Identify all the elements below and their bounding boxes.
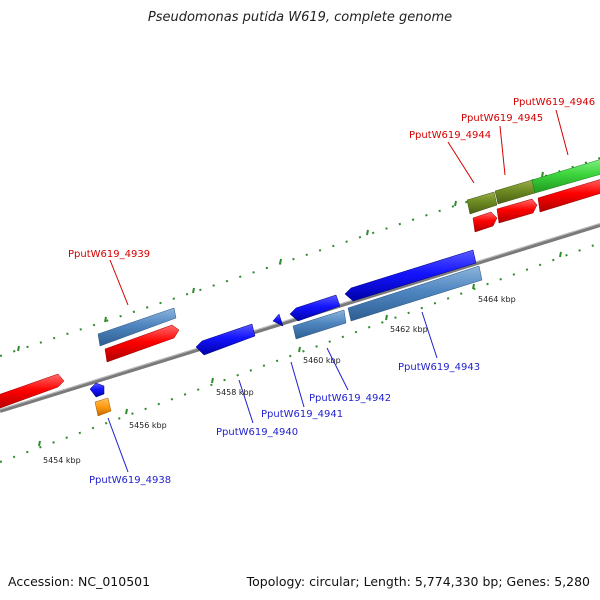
- ruler-label-5462: 5462 kbp: [390, 325, 428, 334]
- inner-tick-rail: [0, 242, 600, 463]
- gene-label-4946[interactable]: PputW619_4946: [513, 97, 595, 108]
- gene-arrow-4938[interactable]: [89, 382, 105, 398]
- gene-bar-4944[interactable]: [466, 191, 498, 215]
- gene-bar-4939[interactable]: [97, 307, 177, 347]
- gene-arrow-4939[interactable]: [104, 324, 180, 363]
- gene-label-4942[interactable]: PputW619_4942: [309, 393, 391, 404]
- gene-label-4939[interactable]: PputW619_4939: [68, 249, 150, 260]
- ruler-label-5460: 5460 kbp: [303, 356, 341, 365]
- genome-summary-text: Topology: circular; Length: 5,774,330 bp…: [246, 574, 590, 589]
- gene-arrow-4946[interactable]: [537, 178, 600, 213]
- gene-arrow-4944[interactable]: [472, 211, 498, 233]
- gene-arrow-forward[interactable]: [0, 373, 65, 410]
- gene-label-4944[interactable]: PputW619_4944: [409, 130, 491, 141]
- ruler-label-5456: 5456 kbp: [129, 421, 167, 430]
- gene-label-4943[interactable]: PputW619_4943: [398, 362, 480, 373]
- gene-arrow-4941[interactable]: [272, 313, 284, 327]
- gene-label-4940[interactable]: PputW619_4940: [216, 427, 298, 438]
- gene-arrow-4945[interactable]: [496, 198, 538, 224]
- ruler-label-5464: 5464 kbp: [478, 295, 516, 304]
- gene-arrow-4942[interactable]: [289, 294, 341, 322]
- ruler-label-5458: 5458 kbp: [216, 388, 254, 397]
- gene-bar-4943[interactable]: [347, 265, 483, 322]
- ruler-major-ticks: [17, 171, 562, 447]
- accession-text: Accession: NC_010501: [8, 574, 151, 589]
- gene-bar-4946[interactable]: [531, 158, 600, 194]
- gene-box-orange[interactable]: [94, 397, 112, 417]
- leader-lines-forward: [109, 109, 569, 306]
- ruler-label-5454: 5454 kbp: [43, 456, 81, 465]
- gene-label-4938[interactable]: PputW619_4938: [89, 475, 171, 486]
- leader-lines-reverse: [107, 311, 438, 473]
- gene-bar-4942[interactable]: [292, 309, 347, 340]
- gene-label-4941[interactable]: PputW619_4941: [261, 409, 343, 420]
- gene-arrow-4940[interactable]: [195, 323, 256, 356]
- gene-label-4945[interactable]: PputW619_4945: [461, 113, 543, 124]
- map-title: Pseudomonas putida W619, complete genome: [147, 10, 453, 25]
- gene-arrow-4943[interactable]: [344, 249, 477, 302]
